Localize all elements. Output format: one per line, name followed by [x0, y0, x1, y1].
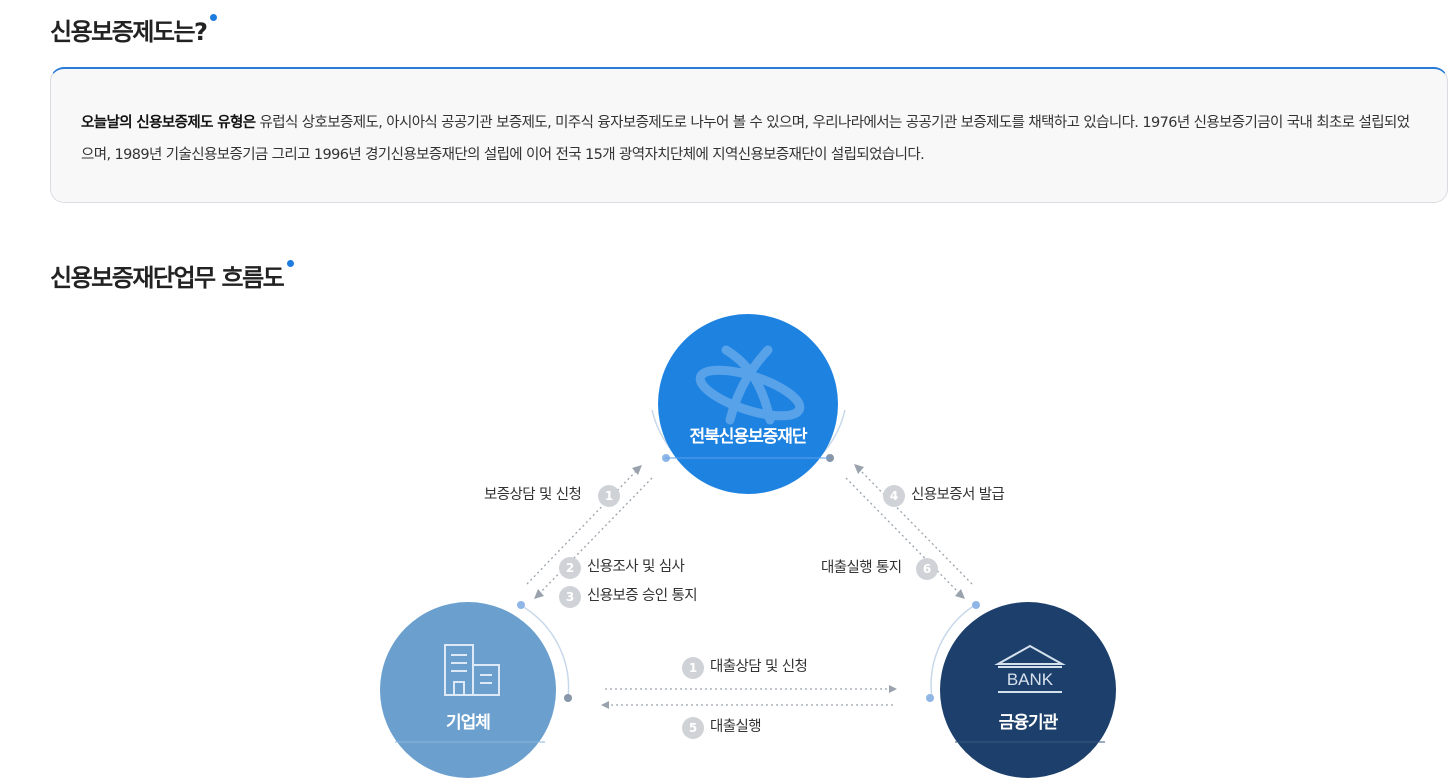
- step-number-badge: 4: [883, 485, 905, 507]
- arrow-icon: [534, 589, 544, 599]
- arrow-heads: [534, 464, 965, 709]
- step-label-credit-review: 신용조사 및 심사: [587, 559, 685, 575]
- foundation-circle: [658, 314, 838, 494]
- arrow-icon: [955, 589, 965, 599]
- connector-bank-to-foundation: [856, 466, 973, 585]
- ring-dot: [972, 601, 980, 609]
- building-icon: [444, 644, 500, 696]
- ring-dots: [517, 454, 980, 702]
- foundation-label: 전북신용보증재단: [689, 427, 807, 447]
- flow-connectors: [526, 466, 973, 706]
- step-number-badge: 2: [559, 557, 581, 579]
- step-label-loan-execution-notice: 대출실행 통지: [821, 560, 902, 576]
- step-number-badge: 3: [559, 586, 581, 608]
- bank-ring: [930, 604, 976, 699]
- connector-company-to-foundation: [526, 466, 641, 585]
- company-ring: [519, 604, 570, 699]
- title-dot: [210, 14, 218, 21]
- bank-sublabel: BANK: [1007, 670, 1054, 689]
- step-label-certificate-issue: 신용보증서 발급: [911, 487, 1005, 503]
- section-title-text: 신용보증제도는?: [50, 18, 208, 46]
- step-number-badge: 5: [682, 717, 704, 739]
- arrow-icon: [889, 685, 897, 693]
- title-dot: [287, 260, 295, 267]
- bank-circle: [940, 602, 1116, 778]
- step-number-badge: 1: [598, 485, 620, 507]
- step-label-approval-notice: 신용보증 승인 통지: [587, 588, 698, 604]
- section-title-text: 신용보증재단업무 흐름도: [50, 264, 285, 292]
- ring-dot: [564, 694, 572, 702]
- intro-bold-text: 오늘날의 신용보증제도 유형은: [81, 115, 256, 131]
- section-title-credit-guarantee: 신용보증제도는?: [50, 12, 218, 47]
- bank-label: 금융기관: [998, 713, 1059, 733]
- step-number-badge: 1: [682, 657, 704, 679]
- company-label: 기업체: [446, 713, 491, 733]
- step-label-loan-request: 대출상담 및 신청: [710, 659, 808, 675]
- ring-dot: [517, 601, 525, 609]
- ring-dot: [926, 694, 934, 702]
- step-number-badge: 6: [916, 558, 938, 580]
- company-circle: [380, 602, 556, 778]
- section-title-workflow: 신용보증재단업무 흐름도: [50, 258, 295, 293]
- step-label-loan-execution: 대출실행: [710, 719, 762, 735]
- step-label-guarantee-request: 보증상담 및 신청: [484, 487, 582, 503]
- bank-icon: BANK: [994, 644, 1066, 693]
- arrow-icon: [632, 465, 642, 475]
- intro-box: 오늘날의 신용보증제도 유형은 유럽식 상호보증제도, 아시아식 공공기관 보증…: [50, 67, 1448, 203]
- arrow-icon: [854, 464, 864, 474]
- foundation-logo-icon: [695, 345, 805, 425]
- intro-text: 유럽식 상호보증제도, 아시아식 공공기관 보증제도, 미주식 융자보증제도로 …: [81, 115, 1410, 163]
- arrow-icon: [601, 701, 609, 709]
